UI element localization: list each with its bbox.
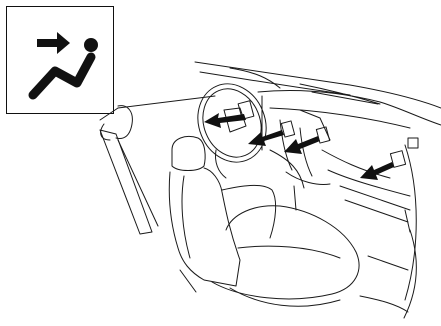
far-right-vent (408, 138, 418, 148)
seat-back (169, 168, 240, 286)
steering-wheel (186, 74, 277, 178)
center-right-vent-arrow (284, 136, 320, 154)
floor (180, 256, 408, 312)
headrest (172, 137, 205, 171)
rear-seat (100, 106, 158, 234)
roof-frame (195, 62, 441, 108)
seat-cushion (212, 206, 359, 299)
center-console (280, 120, 330, 210)
dashboard (258, 90, 441, 232)
front-seat (169, 137, 359, 307)
